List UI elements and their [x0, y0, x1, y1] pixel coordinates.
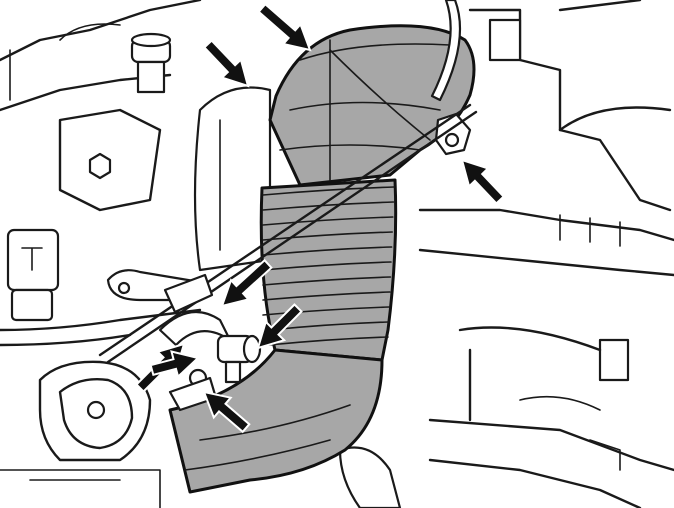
bellows-rib — [262, 216, 394, 226]
callout-arrow-3 — [460, 158, 506, 205]
callout-arrow-8 — [202, 390, 251, 434]
sensor-cylinder — [130, 32, 172, 94]
bellows-rib — [262, 276, 392, 286]
bellows-ribs — [262, 186, 395, 346]
callout-arrow-2 — [202, 39, 250, 88]
bottom-left-housing — [0, 360, 161, 508]
bellows-rib — [262, 246, 393, 256]
callout-arrow-4 — [220, 258, 273, 308]
bellows-rib — [262, 201, 395, 211]
callout-arrow-1 — [257, 2, 312, 52]
callout-arrow-5 — [256, 303, 303, 350]
right-engine-block — [418, 0, 674, 508]
cable-connector — [163, 273, 214, 314]
vacuum-fitting — [216, 334, 262, 384]
callout-arrows — [135, 2, 506, 434]
coolant-hose — [193, 86, 272, 272]
bellows-rib — [262, 231, 393, 241]
bellows-rib — [268, 336, 389, 346]
bellows-rib — [262, 186, 395, 196]
bellows-rib — [262, 261, 392, 271]
air-intake-hose — [168, 24, 476, 494]
front-cables — [98, 0, 478, 412]
bellows-rib — [262, 306, 390, 316]
bellows-rib — [262, 291, 391, 301]
left-connector — [6, 228, 60, 322]
callout-arrow-7 — [149, 350, 201, 379]
